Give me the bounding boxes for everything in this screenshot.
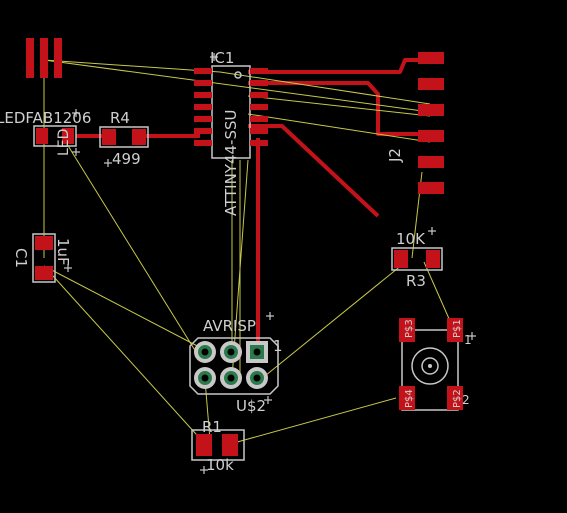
r3-footprint[interactable] xyxy=(391,247,443,271)
trace[interactable] xyxy=(248,124,380,218)
led-name-label: LED xyxy=(56,129,72,156)
r3-value-label: 10K xyxy=(396,230,426,248)
r1-footprint[interactable] xyxy=(191,429,245,461)
trace[interactable] xyxy=(248,58,430,74)
j2-pads[interactable] xyxy=(418,52,444,194)
c1-footprint[interactable] xyxy=(32,233,56,283)
origin-markers xyxy=(64,53,476,474)
switch-pad-label: P$4 xyxy=(404,389,415,408)
avrisp-header[interactable] xyxy=(189,337,279,395)
ic1-value-label: ATTINY44-SSU xyxy=(222,110,240,217)
r4-name-label: R4 xyxy=(110,109,130,127)
ic1-footprint[interactable] xyxy=(194,65,268,159)
airwires xyxy=(43,59,455,445)
pushbutton-footprint[interactable] xyxy=(399,318,463,411)
led-footprint[interactable] xyxy=(33,125,77,147)
us2-label: U$2 xyxy=(236,397,266,415)
copper-traces xyxy=(76,58,430,348)
led-value-label: LEDFAB1206 xyxy=(0,109,91,127)
switch-pad-label: P$2 xyxy=(452,389,463,408)
r1-name-label: R1 xyxy=(202,418,222,436)
connector-topleft[interactable] xyxy=(26,38,62,78)
switch-pin1-label: 1 xyxy=(464,333,472,347)
c1-name-label: C1 xyxy=(12,248,30,268)
r4-footprint[interactable] xyxy=(99,126,149,148)
c1-value-label: 1uF xyxy=(54,238,72,266)
r1-value-label: 10k xyxy=(206,456,234,474)
ic1-name-label: IC1 xyxy=(210,49,234,67)
switch-pad-label: P$1 xyxy=(452,319,463,338)
avrisp-pin1-label: 1 xyxy=(273,337,283,355)
trace[interactable] xyxy=(248,81,430,136)
avrisp-label: AVRISP xyxy=(203,317,256,335)
j2-name-label: J2 xyxy=(386,148,404,163)
switch-pad-label: P$3 xyxy=(404,319,415,338)
r4-value-label: 499 xyxy=(112,150,141,168)
r3-name-label: R3 xyxy=(406,272,426,290)
switch-pin2-label: 2 xyxy=(462,393,470,407)
